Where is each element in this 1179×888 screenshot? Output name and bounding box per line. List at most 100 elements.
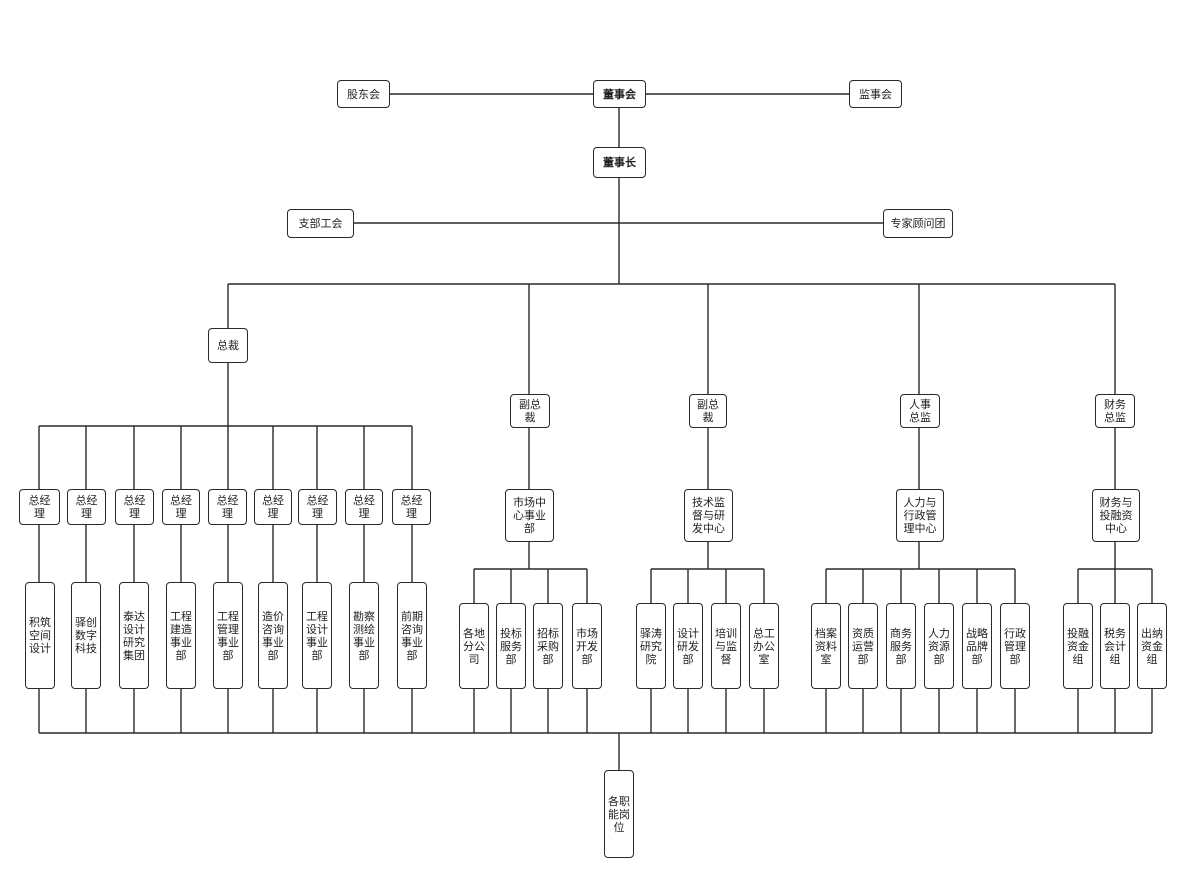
node-h-4[interactable]: 人力资源部 xyxy=(924,603,954,689)
node-label: 支部工会 xyxy=(298,217,343,230)
node-label: 驿涛研究院 xyxy=(640,626,662,666)
node-label: 战略品牌部 xyxy=(966,626,988,666)
node-sub-7[interactable]: 工程设计事业部 xyxy=(302,582,332,689)
node-dongshihui[interactable]: 董事会 xyxy=(593,80,646,108)
node-m-1[interactable]: 各地分公司 xyxy=(459,603,489,689)
node-label: 副总 裁 xyxy=(697,398,719,424)
node-gangwei[interactable]: 各职能岗位 xyxy=(604,770,634,858)
node-market-center[interactable]: 市场中 心事业 部 xyxy=(505,489,554,542)
node-label: 人力与 行政管 理中心 xyxy=(903,496,937,535)
node-h-6[interactable]: 行政管理部 xyxy=(1000,603,1030,689)
node-label: 副总 裁 xyxy=(519,398,541,424)
node-tech-center[interactable]: 技术监 督与研 发中心 xyxy=(684,489,733,542)
node-label: 市场中 心事业 部 xyxy=(513,496,546,535)
node-label: 各地分公司 xyxy=(463,626,485,666)
node-label: 出纳资金组 xyxy=(1141,626,1163,666)
node-label: 设计研发部 xyxy=(677,626,699,666)
node-gm-6[interactable]: 总经 理 xyxy=(254,489,292,525)
node-label: 各职能岗位 xyxy=(608,794,630,834)
node-h-1[interactable]: 档案资料室 xyxy=(811,603,841,689)
node-label: 资质运营部 xyxy=(852,626,874,666)
node-f-2[interactable]: 税务会计组 xyxy=(1100,603,1130,689)
node-dongshizhang[interactable]: 董事长 xyxy=(593,147,646,178)
node-h-2[interactable]: 资质运营部 xyxy=(848,603,878,689)
node-fuzongcai-2[interactable]: 副总 裁 xyxy=(689,394,727,428)
node-gm-1[interactable]: 总经 理 xyxy=(19,489,60,525)
node-h-5[interactable]: 战略品牌部 xyxy=(962,603,992,689)
node-gm-3[interactable]: 总经 理 xyxy=(115,489,154,525)
node-sub-6[interactable]: 造价咨询事业部 xyxy=(258,582,288,689)
node-sub-3[interactable]: 泰达设计研究集团 xyxy=(119,582,149,689)
node-gudonghui[interactable]: 股东会 xyxy=(337,80,390,108)
node-h-3[interactable]: 商务服务部 xyxy=(886,603,916,689)
node-zhibu[interactable]: 支部工会 xyxy=(287,209,354,238)
node-m-3[interactable]: 招标采购部 xyxy=(533,603,563,689)
node-m-2[interactable]: 投标服务部 xyxy=(496,603,526,689)
node-label: 专家顾问团 xyxy=(890,217,946,230)
node-hr-center[interactable]: 人力与 行政管 理中心 xyxy=(896,489,944,542)
node-label: 监事会 xyxy=(859,87,892,101)
node-label: 总经 理 xyxy=(28,494,51,520)
node-label: 人事 总监 xyxy=(909,398,931,424)
node-sub-9[interactable]: 前期咨询事业部 xyxy=(397,582,427,689)
node-sub-8[interactable]: 勘察测绘事业部 xyxy=(349,582,379,689)
node-label: 积筑空间设计 xyxy=(29,616,51,655)
node-fuzongcai-1[interactable]: 副总 裁 xyxy=(510,394,550,428)
node-t-1[interactable]: 驿涛研究院 xyxy=(636,603,666,689)
node-gm-8[interactable]: 总经 理 xyxy=(345,489,383,525)
node-label: 财务与 投融资 中心 xyxy=(1099,496,1133,535)
node-label: 董事会 xyxy=(603,87,636,101)
node-label: 驿创数字科技 xyxy=(75,616,97,655)
node-label: 董事长 xyxy=(603,156,636,169)
node-f-3[interactable]: 出纳资金组 xyxy=(1137,603,1167,689)
node-gm-4[interactable]: 总经 理 xyxy=(162,489,200,525)
node-f-1[interactable]: 投融资金组 xyxy=(1063,603,1093,689)
node-label: 工程建造事业部 xyxy=(170,609,192,662)
node-m-4[interactable]: 市场开发部 xyxy=(572,603,602,689)
node-label: 技术监 督与研 发中心 xyxy=(692,496,725,535)
node-label: 投标服务部 xyxy=(500,626,522,666)
node-label: 股东会 xyxy=(347,87,380,101)
node-label: 工程设计事业部 xyxy=(306,609,328,662)
node-label: 泰达设计研究集团 xyxy=(123,609,145,662)
node-label: 总经 理 xyxy=(170,494,192,520)
node-zongcai[interactable]: 总裁 xyxy=(208,328,248,363)
node-fin-center[interactable]: 财务与 投融资 中心 xyxy=(1092,489,1140,542)
node-label: 税务会计组 xyxy=(1104,626,1126,666)
node-gm-7[interactable]: 总经 理 xyxy=(298,489,337,525)
node-renshi[interactable]: 人事 总监 xyxy=(900,394,940,428)
node-label: 市场开发部 xyxy=(576,626,598,666)
node-label: 工程管理事业部 xyxy=(217,609,239,662)
node-label: 总裁 xyxy=(217,339,239,352)
node-label: 总经 理 xyxy=(353,494,375,520)
node-label: 总经 理 xyxy=(262,494,284,520)
node-caiwu[interactable]: 财务 总监 xyxy=(1095,394,1135,428)
node-sub-2[interactable]: 驿创数字科技 xyxy=(71,582,101,689)
node-t-4[interactable]: 总工办公室 xyxy=(749,603,779,689)
node-label: 财务 总监 xyxy=(1104,398,1126,424)
node-gm-9[interactable]: 总经 理 xyxy=(392,489,431,525)
node-label: 总经 理 xyxy=(400,494,423,520)
node-sub-5[interactable]: 工程管理事业部 xyxy=(213,582,243,689)
node-label: 投融资金组 xyxy=(1067,626,1089,666)
node-label: 总经 理 xyxy=(216,494,239,520)
node-label: 总工办公室 xyxy=(753,626,775,666)
node-label: 行政管理部 xyxy=(1004,626,1026,666)
node-gm-5[interactable]: 总经 理 xyxy=(208,489,247,525)
node-zhuanjia[interactable]: 专家顾问团 xyxy=(883,209,953,238)
node-gm-2[interactable]: 总经 理 xyxy=(67,489,106,525)
node-label: 档案资料室 xyxy=(815,626,837,666)
node-t-3[interactable]: 培训与监督 xyxy=(711,603,741,689)
node-label: 总经 理 xyxy=(123,494,146,520)
node-sub-1[interactable]: 积筑空间设计 xyxy=(25,582,55,689)
node-jianshihui[interactable]: 监事会 xyxy=(849,80,902,108)
node-label: 勘察测绘事业部 xyxy=(353,609,375,662)
node-label: 总经 理 xyxy=(306,494,329,520)
node-label: 前期咨询事业部 xyxy=(401,609,423,662)
node-label: 总经 理 xyxy=(75,494,98,520)
node-label: 商务服务部 xyxy=(890,626,912,666)
node-t-2[interactable]: 设计研发部 xyxy=(673,603,703,689)
node-label: 造价咨询事业部 xyxy=(262,609,284,662)
node-sub-4[interactable]: 工程建造事业部 xyxy=(166,582,196,689)
